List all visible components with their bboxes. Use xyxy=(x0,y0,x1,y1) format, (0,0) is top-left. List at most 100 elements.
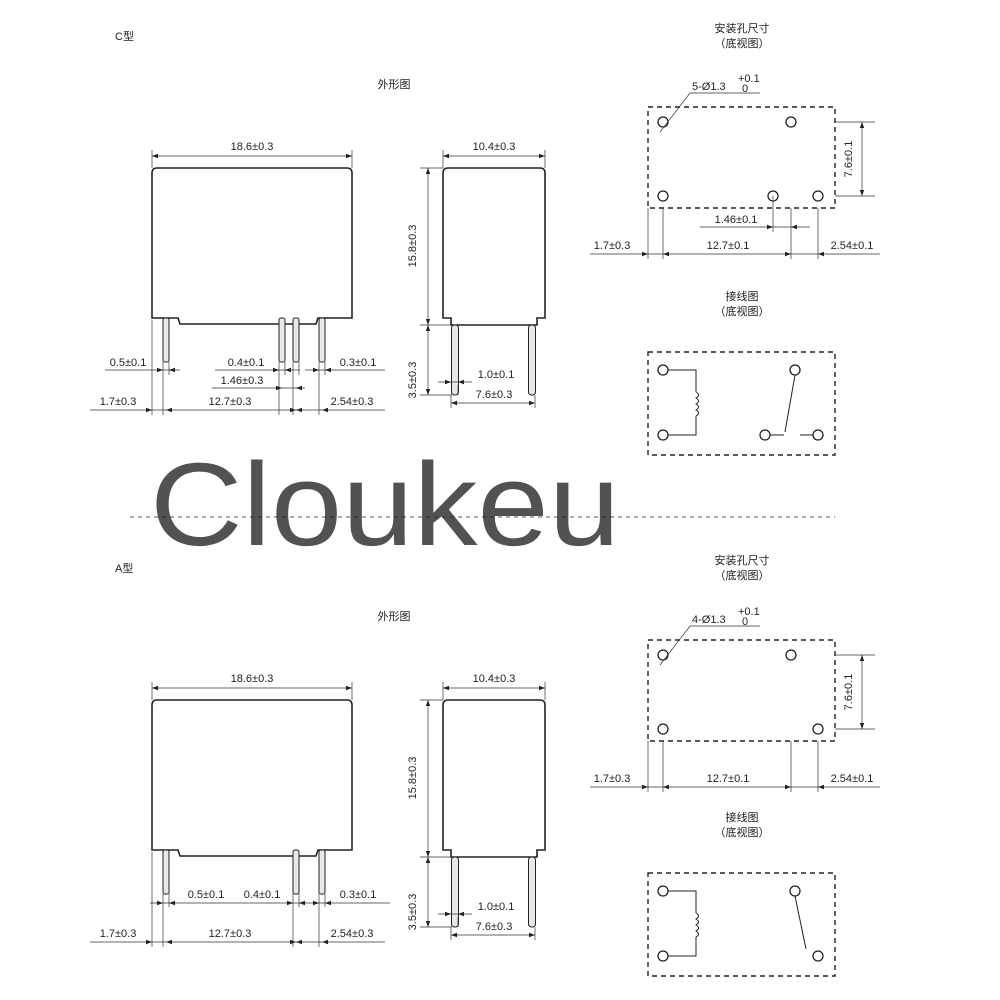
switch-contact-icon xyxy=(784,374,796,433)
relay-front-body xyxy=(151,699,353,857)
arrowhead xyxy=(169,900,175,906)
dimension-label: 2.54±0.3 xyxy=(331,396,374,408)
mounting-hole xyxy=(657,190,669,202)
dimension-label: 15.8±0.3 xyxy=(407,757,419,800)
arrowhead xyxy=(445,379,451,385)
section-type-label: C型 xyxy=(115,29,134,43)
arrowhead xyxy=(859,723,865,729)
dimension-label: 1.0±0.1 xyxy=(478,901,515,913)
relay-pin xyxy=(451,324,459,396)
arrowhead xyxy=(443,153,449,159)
arrowhead xyxy=(313,367,319,373)
switch-contact-icon xyxy=(794,895,807,950)
dimension-label: 2.54±0.1 xyxy=(831,240,874,252)
dimension-label: 0.5±0.1 xyxy=(188,889,225,901)
arrowhead xyxy=(451,400,457,406)
arrowhead xyxy=(322,407,328,413)
arrowhead xyxy=(425,389,431,395)
coil-wire xyxy=(668,416,697,436)
arrowhead xyxy=(445,911,451,917)
dimension-label: 7.6±0.3 xyxy=(476,921,513,933)
arrowhead xyxy=(791,224,797,230)
relay-pin xyxy=(292,849,300,895)
wiring-subtitle: （底视图） xyxy=(715,825,770,839)
relay-pin xyxy=(292,317,300,363)
relay-pin xyxy=(528,856,536,928)
mounting-hole xyxy=(657,649,669,661)
dimension-label: 7.6±0.1 xyxy=(843,141,855,178)
hole-label: 5-Ø1.3 xyxy=(692,81,726,93)
dimension-label: 18.6±0.3 xyxy=(231,141,274,153)
arrowhead xyxy=(166,407,172,413)
relay-pin xyxy=(162,317,170,363)
arrowhead xyxy=(276,385,282,391)
coil-icon xyxy=(695,912,699,938)
dimension-label: 15.8±0.3 xyxy=(407,225,419,268)
arrowhead xyxy=(152,153,158,159)
wiring-title: 接线图 xyxy=(726,289,759,303)
arrowhead xyxy=(157,900,163,906)
arrowhead xyxy=(458,379,464,385)
arrowhead xyxy=(642,251,648,257)
wiring-outline xyxy=(647,351,836,456)
arrowhead xyxy=(451,932,457,938)
arrowhead xyxy=(859,122,865,128)
arrowhead xyxy=(767,224,773,230)
arrowhead xyxy=(296,385,302,391)
dimension-label: 1.46±0.1 xyxy=(715,214,758,226)
mounting-subtitle: （底视图） xyxy=(715,36,770,50)
relay-side-body xyxy=(442,699,546,858)
mounting-hole xyxy=(759,429,771,441)
mounting-outline xyxy=(647,106,836,209)
mounting-hole xyxy=(812,190,824,202)
arrowhead xyxy=(287,900,293,906)
coil-wire xyxy=(668,369,697,392)
mounting-hole xyxy=(657,885,669,897)
dimension-label: 12.7±0.3 xyxy=(209,928,252,940)
mounting-hole xyxy=(812,950,824,962)
watermark: Cloukeu xyxy=(150,439,620,571)
arrowhead xyxy=(296,407,302,413)
dimension-label: 7.6±0.1 xyxy=(843,674,855,711)
tolerance-minus: 0 xyxy=(742,616,748,628)
arrowhead xyxy=(443,685,449,691)
arrowhead xyxy=(299,900,305,906)
arrowhead xyxy=(325,900,331,906)
tolerance-plus: +0.1 xyxy=(738,73,760,85)
dimension-label: 3.5±0.3 xyxy=(407,894,419,931)
dimension-label: 2.54±0.1 xyxy=(831,773,874,785)
dimension-label: 3.5±0.3 xyxy=(407,362,419,399)
leader-line xyxy=(659,92,760,133)
relay-pin xyxy=(451,856,459,928)
mounting-hole xyxy=(657,723,669,735)
arrowhead xyxy=(425,319,431,325)
arrowhead xyxy=(859,190,865,196)
dimension-label: 7.6±0.3 xyxy=(476,389,513,401)
arrowhead xyxy=(539,153,545,159)
relay-pin xyxy=(162,849,170,895)
outline-title: 外形图 xyxy=(378,610,411,623)
outline-title: 外形图 xyxy=(378,78,411,91)
arrowhead xyxy=(785,784,791,790)
arrowhead xyxy=(313,900,319,906)
coil-wire xyxy=(668,890,697,913)
arrowhead xyxy=(529,932,535,938)
dimension-label: 0.4±0.1 xyxy=(244,889,281,901)
mounting-title: 安装孔尺寸 xyxy=(715,21,770,35)
arrowhead xyxy=(425,857,431,863)
arrowhead xyxy=(425,325,431,331)
dimension-label: 1.7±0.3 xyxy=(100,928,137,940)
dimension-label: 0.3±0.1 xyxy=(340,357,377,369)
arrowhead xyxy=(285,367,291,373)
mounting-hole xyxy=(785,116,797,128)
relay-front-body xyxy=(151,167,353,325)
arrowhead xyxy=(818,251,824,257)
dimension-label: 1.7±0.3 xyxy=(594,773,631,785)
dimension-label: 0.4±0.1 xyxy=(228,357,265,369)
arrowhead xyxy=(425,168,431,174)
arrowhead xyxy=(346,153,352,159)
mounting-hole xyxy=(785,649,797,661)
mounting-hole xyxy=(657,116,669,128)
wiring-outline xyxy=(647,872,836,977)
